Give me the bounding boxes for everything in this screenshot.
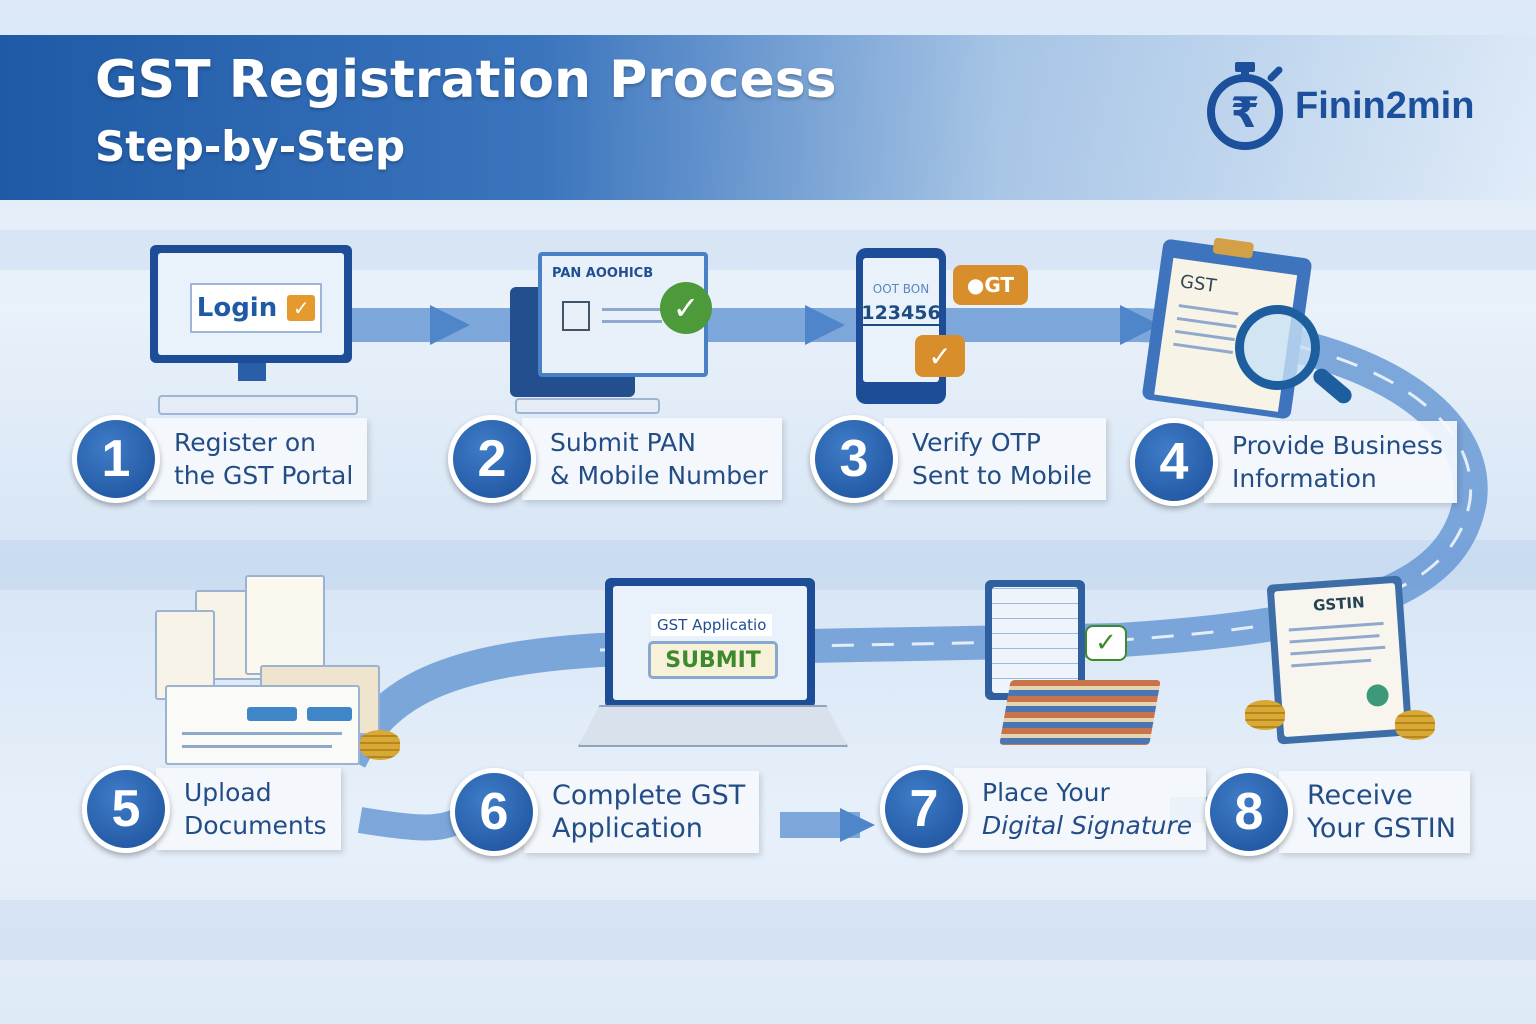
brand-name: Finin2min [1295, 84, 1475, 127]
magnifier-icon [1235, 305, 1320, 390]
step-number: 4 [1130, 418, 1218, 506]
laptop-base [578, 705, 848, 747]
arrow-icon [805, 305, 845, 345]
page-title: GST Registration Process [95, 50, 837, 110]
application-title: GST Applicatio [651, 614, 773, 636]
step-number: 5 [82, 765, 170, 853]
keyboard-icon [515, 398, 660, 414]
clipboard-title: GST [1178, 271, 1218, 297]
step-number: 6 [450, 768, 538, 856]
step-number: 8 [1205, 768, 1293, 856]
login-button-label: Login [196, 293, 278, 323]
step-number: 7 [880, 765, 968, 853]
keyboard-icon [158, 395, 358, 415]
arrow-heads [430, 305, 1160, 842]
stacked-folders [999, 680, 1161, 745]
rupee-stopwatch-icon: ₹ [1207, 62, 1283, 150]
arrow-icon [1120, 305, 1160, 345]
documents-illustration [150, 570, 400, 770]
step-number: 1 [72, 415, 160, 503]
step-label: Submit PAN& Mobile Number [522, 418, 782, 500]
otp-code: 123456 [861, 302, 941, 326]
submit-button: SUBMIT [648, 641, 778, 679]
check-icon: ✓ [915, 335, 965, 377]
phone-otp-illustration: OOT BON 123456 [856, 248, 946, 404]
arrow-icon [430, 305, 470, 345]
sms-bubble-text: GT [984, 273, 1015, 297]
coin-stack-icon [1395, 710, 1435, 740]
rupee-symbol: ₹ [1230, 88, 1259, 137]
login-computer-illustration: Login ✓ [150, 245, 352, 381]
step-number: 3 [810, 415, 898, 503]
laptop-submit-illustration: GST Applicatio SUBMIT [605, 578, 815, 708]
background-stripe [0, 900, 1536, 960]
page-subtitle: Step-by-Step [95, 122, 406, 171]
certificate-title: GSTIN [1312, 593, 1366, 615]
sms-bubble: ● GT [953, 265, 1028, 305]
pan-form-illustration: PAN AOOHICB ✓ [510, 252, 712, 412]
step-number: 2 [448, 415, 536, 503]
arrow-icon [840, 808, 875, 842]
pan-form-title: PAN AOOHICB [552, 266, 654, 281]
coin-stack-icon [1245, 700, 1285, 730]
step-2: 2 Submit PAN& Mobile Number [448, 415, 782, 503]
check-shield-icon: ✓ [660, 282, 712, 334]
signature-tablet-illustration [985, 580, 1085, 700]
submit-label: SUBMIT [665, 647, 761, 673]
checkbox-icon: ✓ [287, 295, 316, 321]
gstin-certificate-illustration: GSTIN [1266, 575, 1413, 745]
brand-logo: ₹ Finin2min [1203, 60, 1474, 152]
check-icon: ✓ [1085, 625, 1127, 661]
otp-title: OOT BON [872, 282, 930, 296]
